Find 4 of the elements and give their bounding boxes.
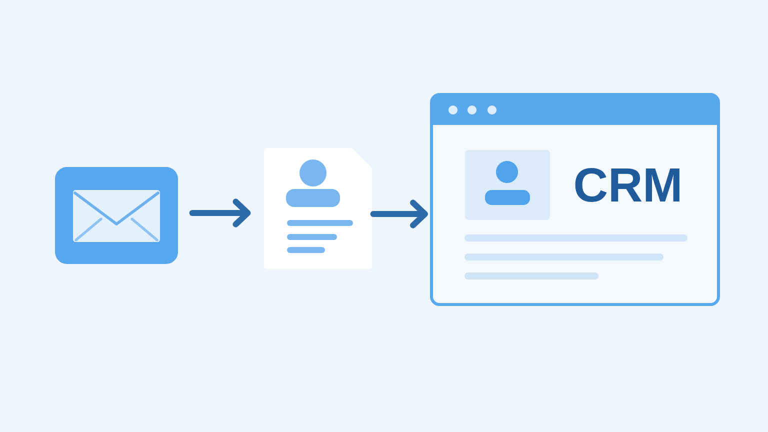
document-icon (264, 148, 372, 269)
arrow (189, 198, 251, 228)
arrow (370, 200, 428, 228)
envelope-icon (55, 167, 178, 264)
